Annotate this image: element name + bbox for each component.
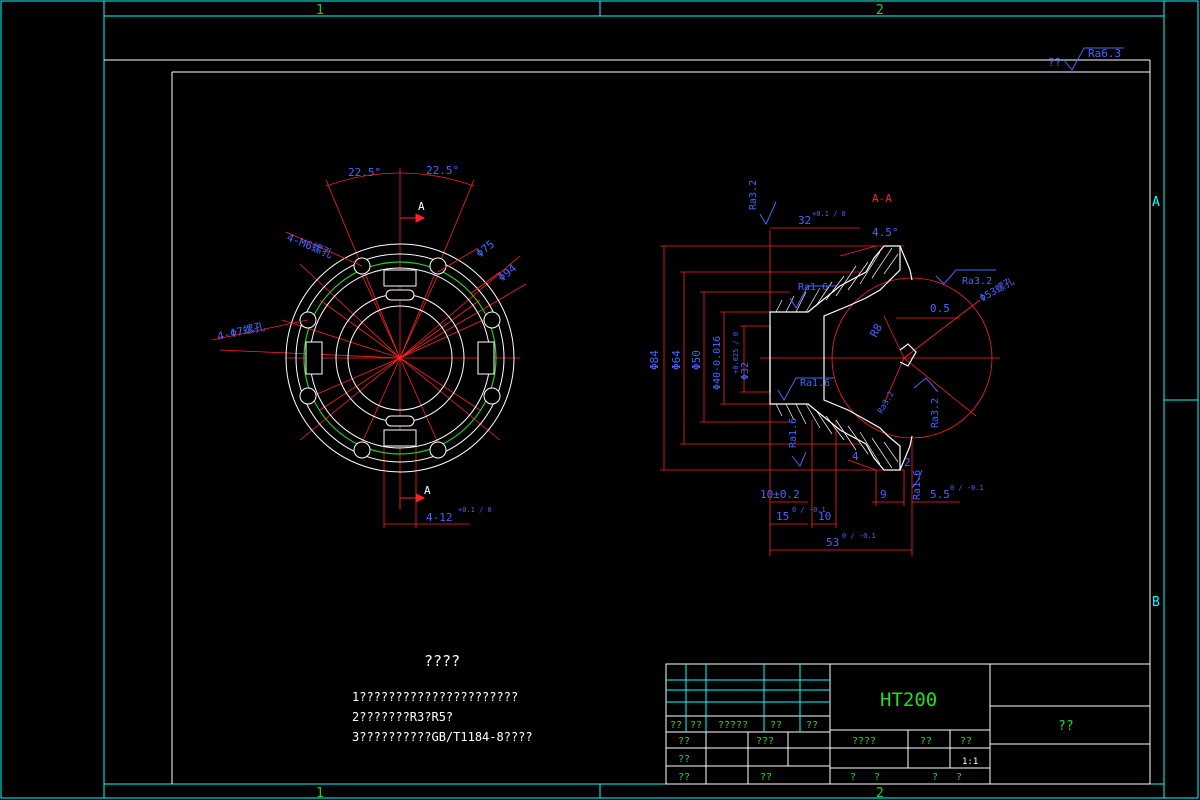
row-a-cell-5: ??	[960, 736, 972, 747]
row-c-cell-4: ?	[956, 772, 962, 783]
dia-32-label: Φ32	[740, 362, 751, 380]
note-line-2: 2???????R3?R5?	[352, 710, 454, 724]
material-label: HT200	[880, 689, 937, 711]
dim-55-tol-label: 0 / -0.1	[950, 484, 984, 492]
note-line-1: 1??????????????????????	[352, 690, 519, 704]
dim-05-label: 0.5	[930, 302, 950, 315]
dim-53-tol-label: 0 / -0.1	[842, 532, 876, 540]
sig-cell-1: ??	[670, 720, 682, 731]
zone-right-a: A	[1152, 195, 1160, 210]
dia-64-label: Φ64	[670, 350, 683, 370]
slot-width-label: 4-12	[426, 511, 453, 524]
sig-cell-5: ??	[806, 720, 818, 731]
ra-bore-label: Ra1.6	[798, 282, 828, 293]
dia-84-label: Φ84	[648, 350, 661, 370]
r-detail-label: R8	[867, 322, 885, 340]
row-b-cell-1: ??	[678, 754, 690, 765]
row-c-cell-2: ?	[874, 772, 880, 783]
row-c-cell-1: ?	[850, 772, 856, 783]
dim-15-tol-label: 0 / -0.1	[792, 506, 826, 514]
section-view: A-A	[648, 180, 1016, 556]
roughness-value: Ra6.3	[1088, 47, 1121, 60]
title-block	[665, 663, 1151, 785]
dia-32-tol-label: +0.025 / 0	[732, 332, 740, 374]
zone-top-1: 1	[316, 3, 324, 18]
zone-right-b: B	[1152, 595, 1160, 610]
angle-right-label: 22.5°	[426, 164, 459, 177]
dim-10-2-label: 10±0.2	[760, 488, 800, 501]
front-view: 22.5° 22.5° A A	[211, 164, 527, 528]
dia-50-label: Φ50	[690, 350, 703, 370]
dim-55-label: 5.5	[930, 488, 950, 501]
section-label: A-A	[872, 192, 892, 205]
ra-top-label: Ra3.2	[748, 180, 759, 210]
row-b-cell-3: ??	[760, 772, 772, 783]
row-a-cell-3: ????	[852, 736, 876, 747]
ra-bore-lower-label: Ra1.6	[800, 378, 830, 389]
slot-tol-label: +0.1 / 0	[458, 506, 492, 514]
ra-face-label: Ra1.6	[912, 470, 923, 500]
angle-left-label: 22.5°	[348, 166, 381, 179]
row-b-cell-2: ??	[678, 772, 690, 783]
dim-2-label: 2	[904, 456, 911, 469]
row-c-cell-3: ?	[932, 772, 938, 783]
chamfer-label: 4.5°	[872, 226, 899, 239]
general-roughness: ?? Ra6.3	[1048, 47, 1124, 71]
dim-10-label: 10	[818, 510, 831, 523]
note-line-3: 3??????????GB/T1184-8????	[352, 730, 533, 744]
notes-title: ????	[424, 652, 461, 670]
dim-15-label: 15	[776, 510, 789, 523]
dim-32-label: 32	[798, 214, 811, 227]
section-mark-bottom: A	[424, 484, 431, 497]
roughness-prefix: ??	[1048, 56, 1061, 69]
part-name-label: ??	[1058, 719, 1074, 734]
dim-4-label: 4	[852, 450, 859, 463]
dia-40-label: Φ40-0.016	[712, 336, 723, 390]
zone-bottom-2: 2	[876, 786, 884, 800]
dim-53-label: 53	[826, 536, 839, 549]
title-block-grid	[666, 664, 830, 732]
sig-cell-3: ?????	[718, 720, 748, 731]
zone-bottom-1: 1	[316, 786, 324, 800]
row-a-cell-1: ??	[678, 736, 690, 747]
ra-left-label: Ra1.6	[788, 418, 799, 448]
row-a-cell-4: ??	[920, 736, 932, 747]
scale-label: 1:1	[962, 757, 978, 767]
drawing-border	[104, 59, 1151, 784]
dim-32-tol-label: +0.1 / 0	[812, 210, 846, 218]
dim-9-label: 9	[880, 488, 887, 501]
sig-cell-2: ??	[690, 720, 702, 731]
sig-cell-4: ??	[770, 720, 782, 731]
section-mark-top: A	[418, 200, 425, 213]
row-a-cell-2: ???	[756, 736, 774, 747]
zone-top-2: 2	[876, 3, 884, 18]
ra-detail-label: Ra3.2	[962, 276, 992, 287]
ra-right-label: Ra3.2	[930, 398, 941, 428]
